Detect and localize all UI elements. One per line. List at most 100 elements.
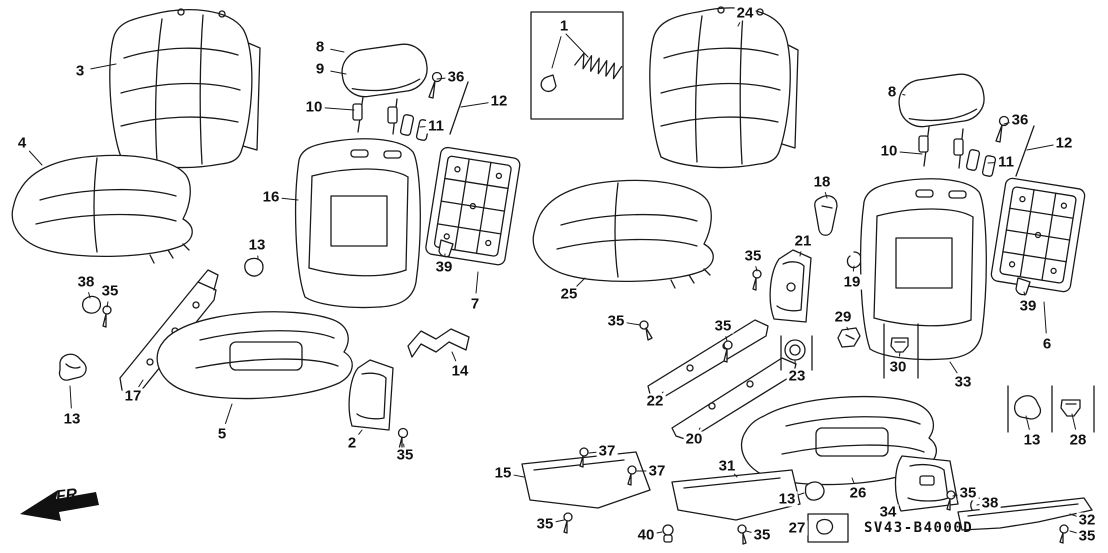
leader-line-36 [1003,122,1010,125]
leader-line-18 [824,191,828,199]
leader-line-16 [281,197,299,201]
seat-pad-5-illustration [156,311,353,400]
leader-line-7 [475,271,479,294]
leader-line-36 [436,77,446,80]
leader-line-31 [733,473,738,478]
leader-line-35 [745,530,752,533]
leader-line-40 [656,531,663,534]
leader-line-17 [138,379,144,388]
screw-35-b-icon [397,427,409,451]
leader-line-35 [755,266,758,272]
headrest-guides-11-left [399,114,431,141]
rear-garnish-32-illustration [957,497,1093,531]
leader-line-9 [330,70,347,75]
screw-36-left-icon [428,71,443,99]
leader-line-8 [330,48,345,53]
screw-35-c-icon [639,320,653,341]
clip-13-right-icon [1014,395,1042,420]
leader-line-10 [324,107,355,111]
under-cover-31-illustration [671,469,801,521]
diagram-part-code: SV43-B4000D [864,520,974,536]
clip-13-mid-icon [804,481,825,501]
seat-cushion-left-illustration [11,154,193,264]
clip-13-top-icon [244,257,264,277]
cover-13-left-illustration [58,353,87,381]
screw-37-a-icon [579,447,589,468]
leader-line-1 [551,36,562,69]
leader-line-13 [796,492,805,496]
leader-lines [28,22,1078,534]
side-cover-21-illustration [769,249,812,323]
leader-line-33 [949,361,958,374]
headrest-left-illustration [341,43,428,135]
fr-direction-label: FR. [54,485,83,506]
clip-28-illustration [1060,399,1081,417]
screw-35-d-icon [723,340,733,363]
screw-35-a-icon [102,305,112,328]
clip-39-left-icon [438,239,454,258]
leader-line-15 [513,474,525,478]
leader-line-12 [460,102,489,108]
leader-line-4 [28,150,43,166]
headrest-right-illustration [898,73,985,169]
leader-line-38 [88,292,91,299]
back-panel-6-illustration [990,177,1086,293]
seat-back-right-illustration [649,6,799,169]
leader-line-22 [661,391,664,394]
leader-line-23 [794,360,797,366]
spring-kit-box-illustration [530,11,624,120]
leader-line-12 [1026,144,1054,151]
bracket-12-left [449,81,469,135]
leader-line-3 [90,63,117,70]
grommet-40-icon [662,524,674,543]
leader-line-35 [725,336,728,342]
leader-line-39 [1023,291,1026,296]
bracket-lines-23 [780,335,813,371]
leader-line-5 [224,403,233,425]
clip-30-illustration [890,337,909,353]
screw-35-j-icon [737,524,747,545]
leader-line-24 [737,22,741,27]
screw-35-f-icon [946,490,956,511]
headrest-guides-11-right [965,149,997,177]
leader-line-8 [902,93,906,96]
leader-line-35 [555,519,565,523]
leader-line-35 [626,322,641,326]
leader-line-35 [106,301,109,308]
clip-27-boxed-illustration [807,513,849,543]
screw-37-b-icon [627,465,637,486]
seat-back-pad-16-illustration [295,138,421,309]
leader-line-6 [1043,301,1047,334]
seat-back-left-illustration [109,8,261,169]
bracket-12-right [1015,125,1035,177]
leader-line-28 [1071,413,1077,430]
bracket-14-illustration [407,328,470,358]
leader-line-29 [846,326,849,331]
back-panel-7-illustration [425,146,521,266]
fr-arrow-icon [20,490,99,521]
seat-cushion-right-illustration [532,179,714,289]
leader-line-25 [576,277,586,287]
bracket-lines-28 [1007,385,1095,433]
screw-36-right-icon [995,115,1010,143]
leader-line-37 [588,451,597,454]
screw-35-h-icon [1059,524,1069,544]
recliner-knob-18-illustration [814,195,838,236]
leader-line-20 [698,427,701,430]
side-cover-2-illustration [348,359,394,431]
leader-line-2 [358,429,363,435]
leader-line-35 [952,494,958,497]
seat-back-pad-33-illustration [859,178,987,361]
screw-35-e-icon [752,269,762,291]
leader-line-21 [799,251,802,257]
leader-line-26 [851,477,855,484]
leader-line-13 [1025,415,1030,430]
leader-line-19 [852,265,855,272]
bracket-29-illustration [837,327,861,348]
hook-19-illustration [846,251,862,269]
screw-35-i-icon [563,512,573,534]
bracket-lines-30 [883,323,919,379]
leader-line-14 [451,351,457,362]
